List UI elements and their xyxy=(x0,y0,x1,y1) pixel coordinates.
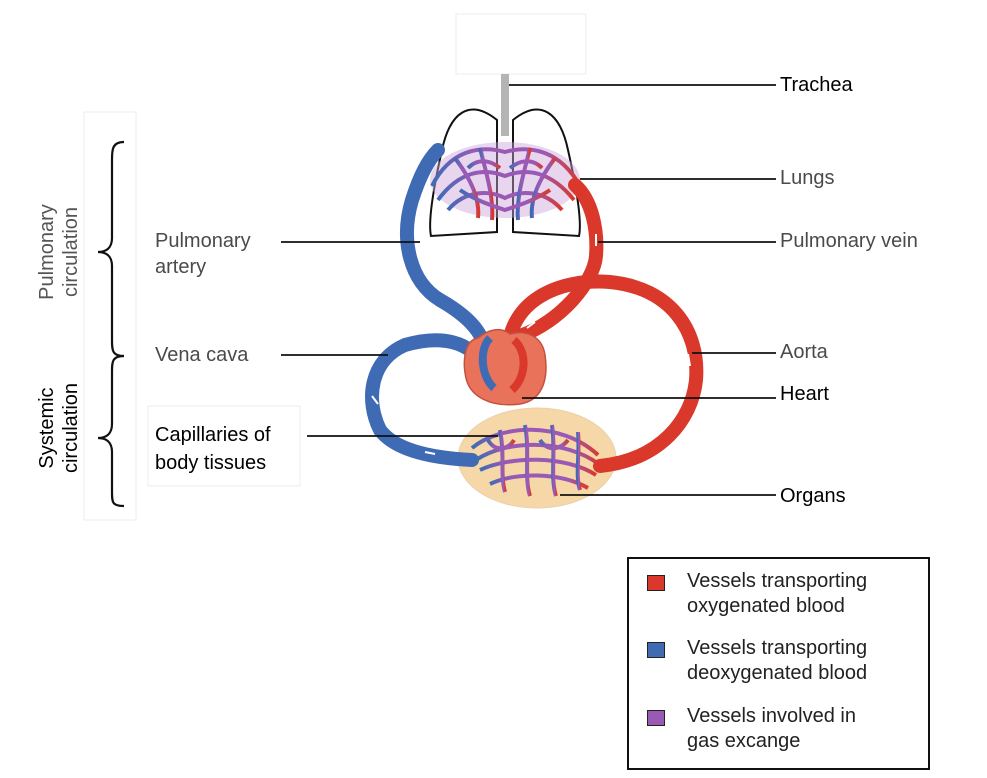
legend-oxygenated-line1: Vessels transporting xyxy=(687,569,867,594)
section-braces xyxy=(98,142,124,506)
oxygenated-swatch xyxy=(647,575,665,591)
label-aorta: Aorta xyxy=(780,340,828,364)
legend-oxygenated-line2: oxygenated blood xyxy=(687,594,867,619)
label-pulmonary-circulation: Pulmonary circulation xyxy=(35,182,87,322)
label-organs: Organs xyxy=(780,484,846,508)
label-systemic-circulation: Systemic circulation xyxy=(35,358,87,498)
label-capillaries-line1: Capillaries of xyxy=(155,423,271,447)
label-trachea: Trachea xyxy=(780,73,853,97)
label-lungs: Lungs xyxy=(780,166,835,190)
legend-deoxygenated-line2: deoxygenated blood xyxy=(687,661,867,686)
label-heart: Heart xyxy=(780,382,829,406)
deoxygenated-swatch xyxy=(647,642,665,658)
label-pulmonary-artery-line2: artery xyxy=(155,255,206,279)
legend-gas-exchange-line2: gas excange xyxy=(687,729,856,754)
pulmonary-circulation-line2: circulation xyxy=(59,182,83,322)
label-pulmonary-vein: Pulmonary vein xyxy=(780,229,918,253)
legend-deoxygenated-line1: Vessels transporting xyxy=(687,636,867,661)
legend: Vessels transporting oxygenated blood Ve… xyxy=(627,557,930,770)
pulmonary-brace xyxy=(98,142,124,356)
gas-exchange-swatch xyxy=(647,710,665,726)
trachea-shape xyxy=(501,74,509,136)
label-capillaries-line2: body tissues xyxy=(155,451,266,475)
heart-shape xyxy=(464,330,546,405)
label-pulmonary-artery-line1: Pulmonary xyxy=(155,229,251,253)
legend-gas-exchange-line1: Vessels involved in xyxy=(687,704,856,729)
pulmonary-circulation-line1: Pulmonary xyxy=(35,182,59,322)
systemic-brace xyxy=(98,356,124,506)
systemic-circulation-line1: Systemic xyxy=(35,358,59,498)
label-vena-cava: Vena cava xyxy=(155,343,248,367)
systemic-circulation-line2: circulation xyxy=(59,358,83,498)
